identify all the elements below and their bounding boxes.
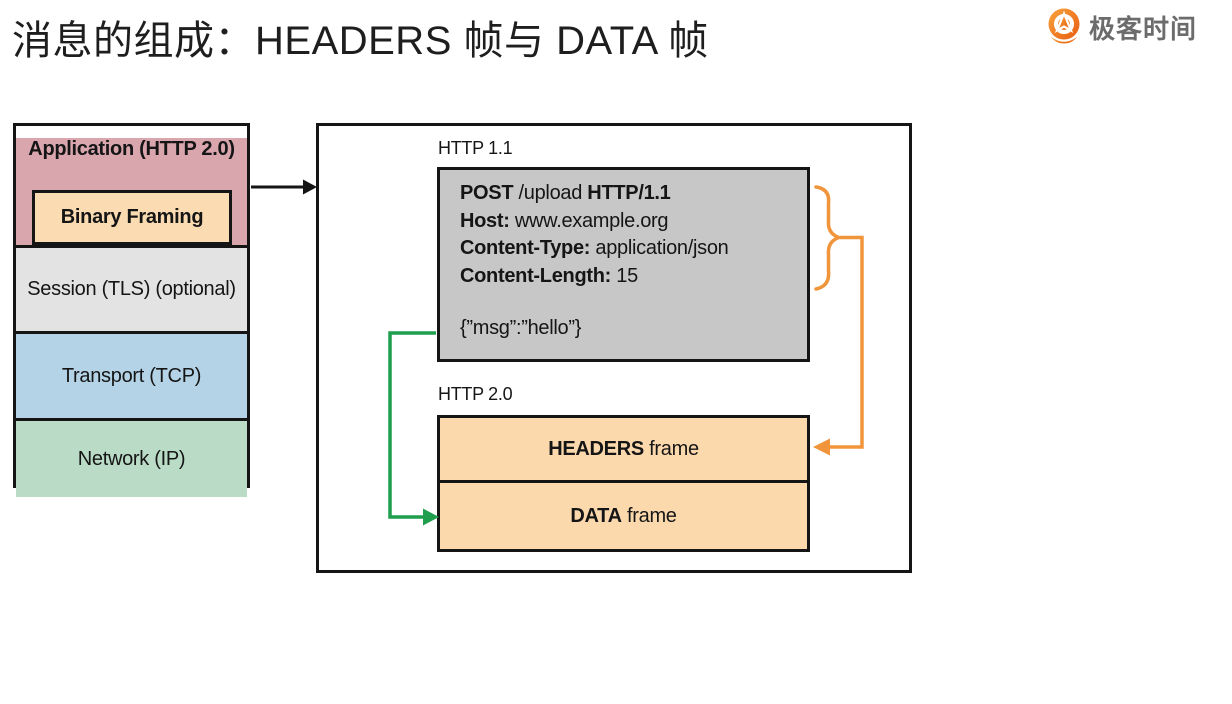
layer-network-label: Network (IP) (77, 447, 186, 470)
header-content-type-value: application/json (590, 237, 729, 259)
header-content-length-value: 15 (611, 264, 638, 287)
request-body: {”msg”:”hello”} (460, 317, 582, 339)
headers-frame-label-rest: frame (643, 437, 699, 460)
layer-application: Application (HTTP 2.0) Binary Framing (16, 138, 247, 245)
headers-frame-label-bold: HEADERS (548, 437, 644, 460)
data-frame-label: DATA frame (570, 504, 677, 528)
binary-framing-box: Binary Framing (32, 190, 232, 245)
header-host-value: www.example.org (509, 209, 669, 232)
page-title: 消息的组成：HEADERS 帧与 DATA 帧 (12, 19, 709, 63)
request-version: HTTP/1.1 (587, 182, 671, 204)
layer-session: Session (TLS) (optional) (16, 245, 247, 331)
http11-label: HTTP 1.1 (438, 138, 513, 158)
stack-to-box-arrow (251, 179, 317, 195)
header-content-type-key: Content-Type: (460, 237, 591, 259)
data-frame-label-bold: DATA (570, 504, 622, 527)
header-content-type: Content-Type: application/json (460, 235, 807, 263)
layer-network: Network (IP) (16, 418, 247, 497)
geektime-logo-text: 极客时间 (1089, 13, 1198, 44)
header-content-length-key: Content-Length: (460, 264, 612, 287)
http20-label: HTTP 2.0 (438, 384, 513, 404)
header-content-length: Content-Length: 15 (460, 263, 807, 291)
request-path: /upload (513, 182, 588, 204)
binary-framing-label: Binary Framing (60, 206, 204, 228)
data-frame-label-rest: frame (621, 504, 677, 527)
protocol-stack: Application (HTTP 2.0) Binary Framing Se… (13, 123, 250, 497)
request-line: POST /upload HTTP/1.1 (460, 180, 807, 208)
layer-transport: Transport (TCP) (16, 331, 247, 418)
layer-session-label: Session (TLS) (optional) (27, 278, 236, 300)
layer-transport-label: Transport (TCP) (61, 364, 202, 387)
geektime-logo: 极客时间 (1046, 8, 1197, 46)
header-host-key: Host: (460, 209, 510, 232)
headers-frame-label: HEADERS frame (548, 438, 699, 461)
geektime-logo-icon (1048, 8, 1080, 44)
header-host: Host: www.example.org (460, 208, 807, 236)
data-frame-box: DATA frame (437, 480, 810, 552)
layer-application-label: Application (HTTP 2.0) (28, 138, 235, 160)
headers-frame-box: HEADERS frame (437, 415, 810, 483)
request-method: POST (460, 182, 514, 204)
http11-request-box: POST /upload HTTP/1.1 Host: www.example.… (437, 167, 810, 362)
